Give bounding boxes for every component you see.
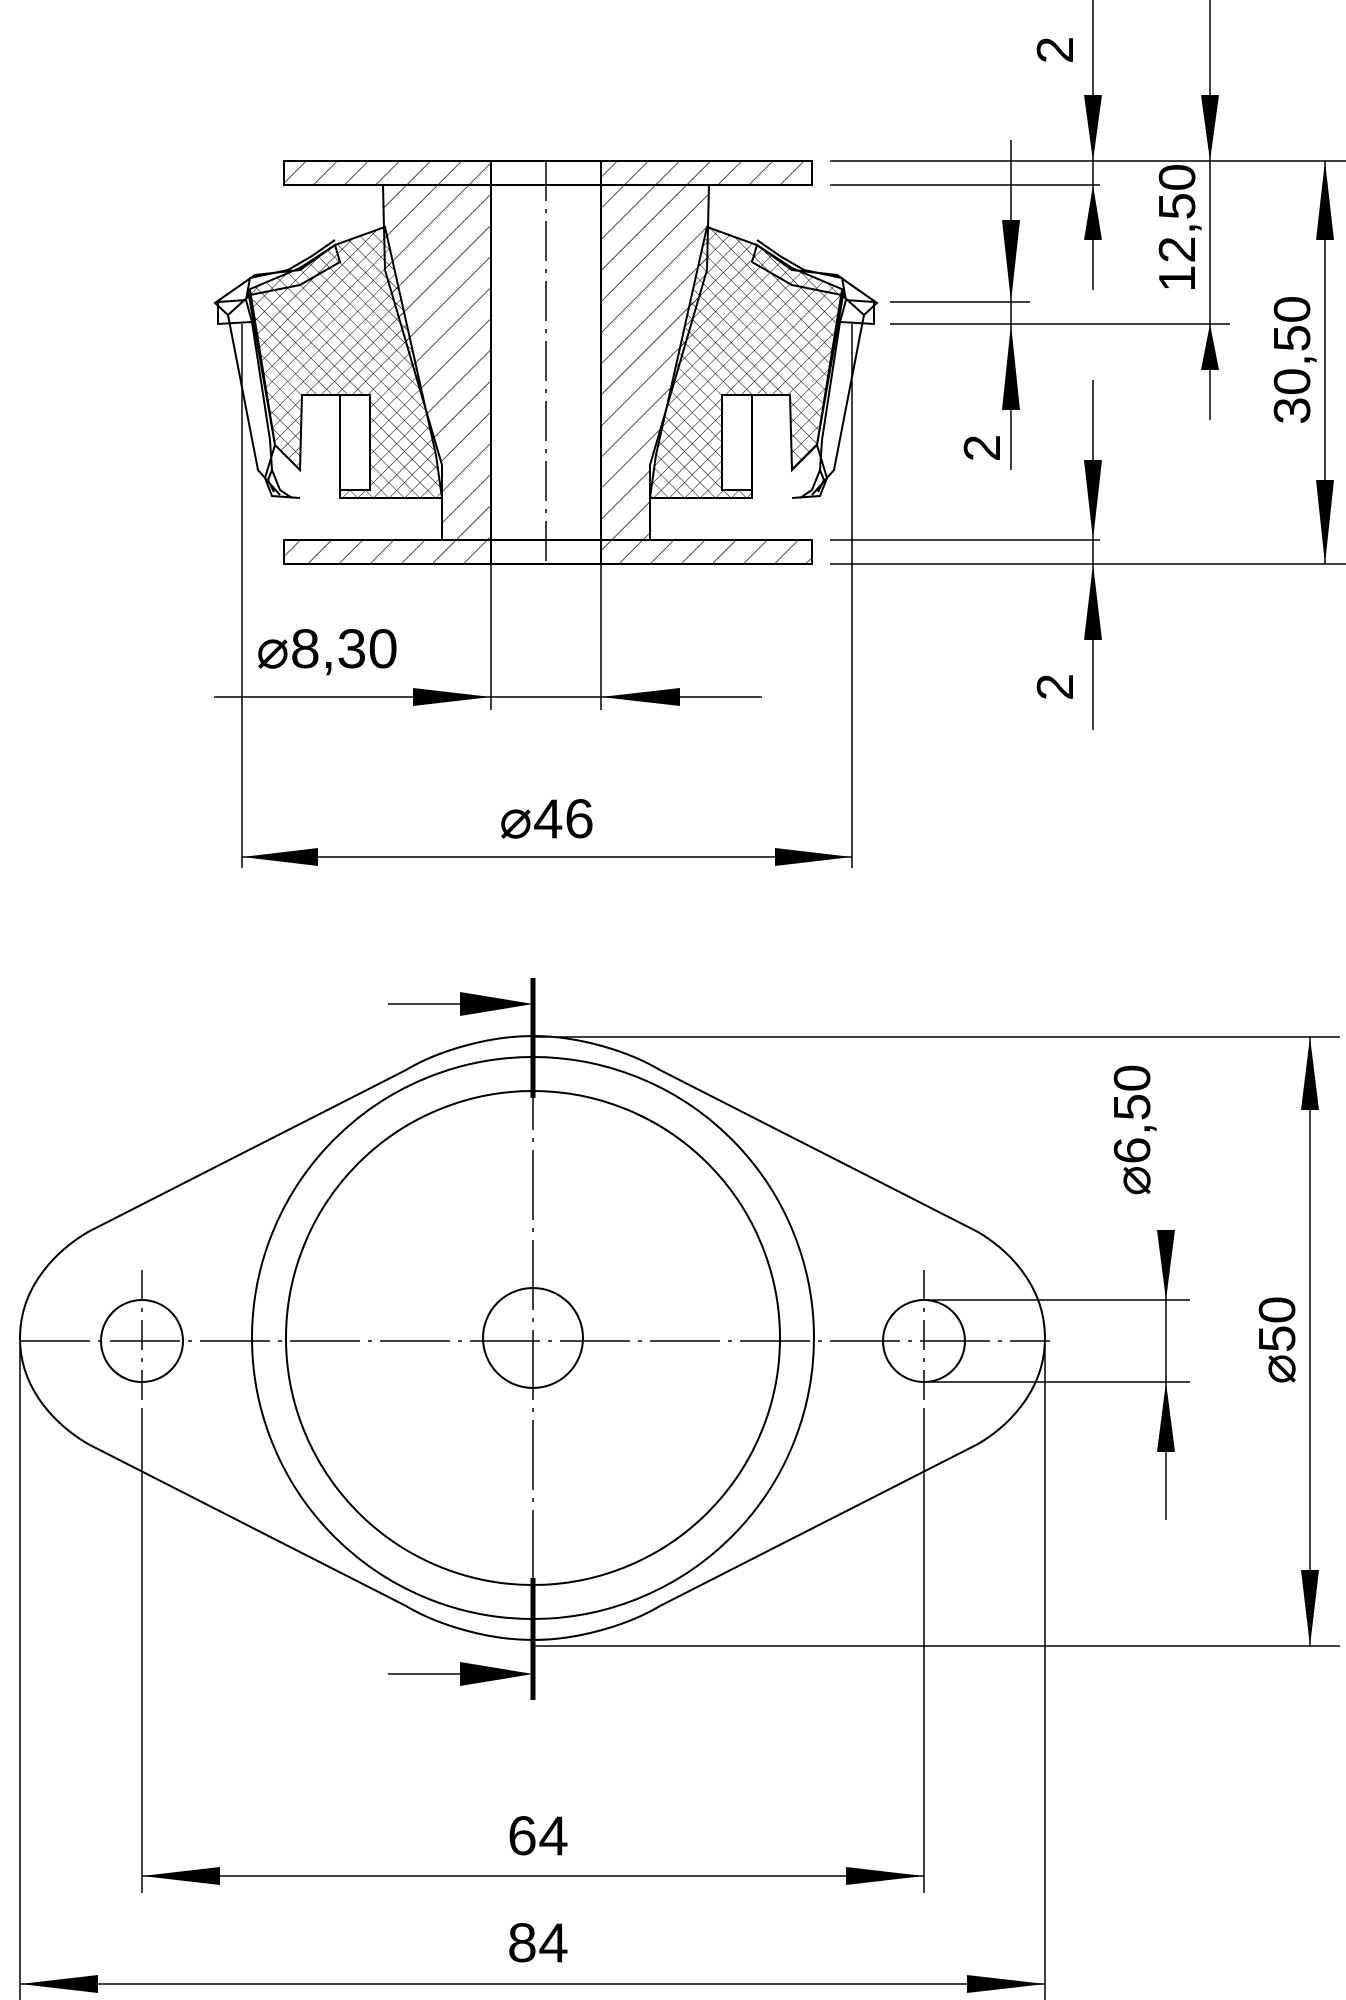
dim-bottom-plate-thickness: 2 [1027, 673, 1085, 702]
section-arrows [242, 95, 1334, 866]
bottom-plate [283, 539, 813, 565]
dim-height-total: 30,50 [1264, 295, 1322, 425]
central-bush [381, 184, 711, 541]
dim-bore-diameter: ⌀8,30 [256, 617, 399, 680]
dim-body-diameter: ⌀50 [1249, 1295, 1307, 1384]
dim-outer-diameter: ⌀46 [499, 787, 595, 850]
plan-dimensions [19, 1036, 1340, 2000]
dim-hole-spacing: 64 [507, 1804, 569, 1867]
right-rubber-element [648, 225, 879, 499]
dim-hole-diameter: ⌀6,50 [1104, 1064, 1162, 1197]
plan-arrows [20, 992, 1319, 1993]
dim-top-plate-thickness: 2 [1027, 36, 1085, 65]
top-plate [283, 160, 813, 186]
dim-overall-length: 84 [507, 1911, 569, 1974]
right-flange-lip [756, 239, 875, 499]
plan-view [18, 978, 1050, 1700]
section-dim-labels: 2 12,50 30,50 2 2 ⌀8,30 ⌀46 [256, 36, 1322, 850]
section-view [213, 160, 879, 565]
plan-dim-labels: ⌀6,50 ⌀50 64 84 [507, 1064, 1307, 1974]
dim-bush-gap: 2 [954, 434, 1012, 463]
left-flange-lip [217, 239, 336, 499]
dim-height-flange: 12,50 [1149, 163, 1207, 293]
left-rubber-element [213, 225, 444, 499]
